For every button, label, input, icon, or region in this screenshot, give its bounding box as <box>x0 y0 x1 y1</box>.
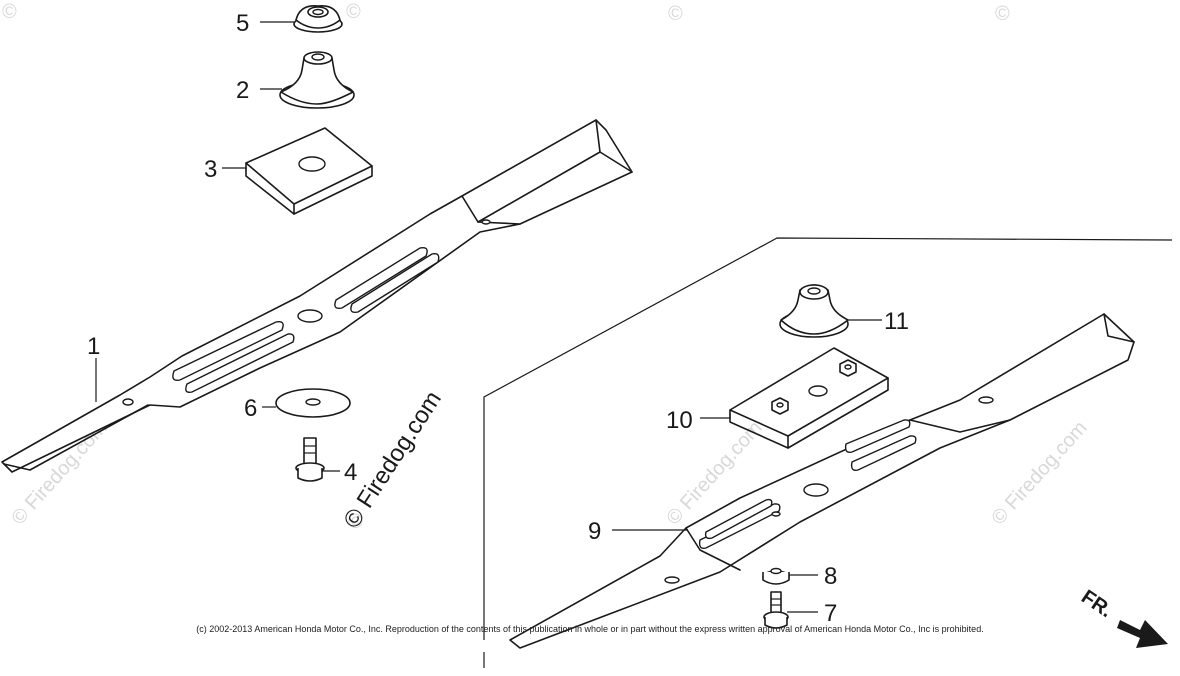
callout-7: 7 <box>824 600 837 627</box>
watermark-mark: © <box>668 3 683 25</box>
callout-11: 11 <box>884 308 909 335</box>
callout-8: 8 <box>824 563 837 590</box>
callout-2: 2 <box>236 77 249 104</box>
part-5-collar <box>293 4 343 33</box>
front-label: FR. <box>1077 586 1116 622</box>
copyright-notice: (c) 2002-2013 American Honda Motor Co., … <box>196 624 984 634</box>
part-4-bolt <box>295 437 325 482</box>
part-9-blade <box>509 313 1135 649</box>
callouts: 5 2 3 1 6 4 11 10 9 8 7 <box>87 10 909 627</box>
front-arrow-icon <box>1117 620 1168 648</box>
callout-leaders <box>95 21 882 613</box>
part-7-bolt <box>763 591 789 629</box>
callout-3: 3 <box>204 156 217 183</box>
part-11-blade-boss <box>779 284 849 338</box>
watermark-mark: © <box>348 511 363 533</box>
callout-5: 5 <box>236 10 249 37</box>
part-1-blade <box>1 119 633 473</box>
part-8-nut <box>762 567 790 585</box>
watermark-text: © Firedog.com <box>987 417 1091 529</box>
callout-1: 1 <box>87 333 100 360</box>
callout-9: 9 <box>588 518 601 545</box>
part-3-stiffener <box>245 127 373 215</box>
callout-4: 4 <box>344 459 357 486</box>
watermark-mark: © <box>2 1 17 23</box>
watermark-mark: © <box>995 3 1010 25</box>
callout-6: 6 <box>244 395 257 422</box>
watermark-mark: © <box>346 1 361 23</box>
callout-10: 10 <box>666 407 693 434</box>
front-direction-indicator: FR. <box>1077 586 1168 648</box>
part-2-blade-boss <box>279 51 355 109</box>
frame-lines <box>483 237 1173 668</box>
part-6-washer <box>275 388 351 418</box>
part-10-stiffener <box>729 347 889 449</box>
